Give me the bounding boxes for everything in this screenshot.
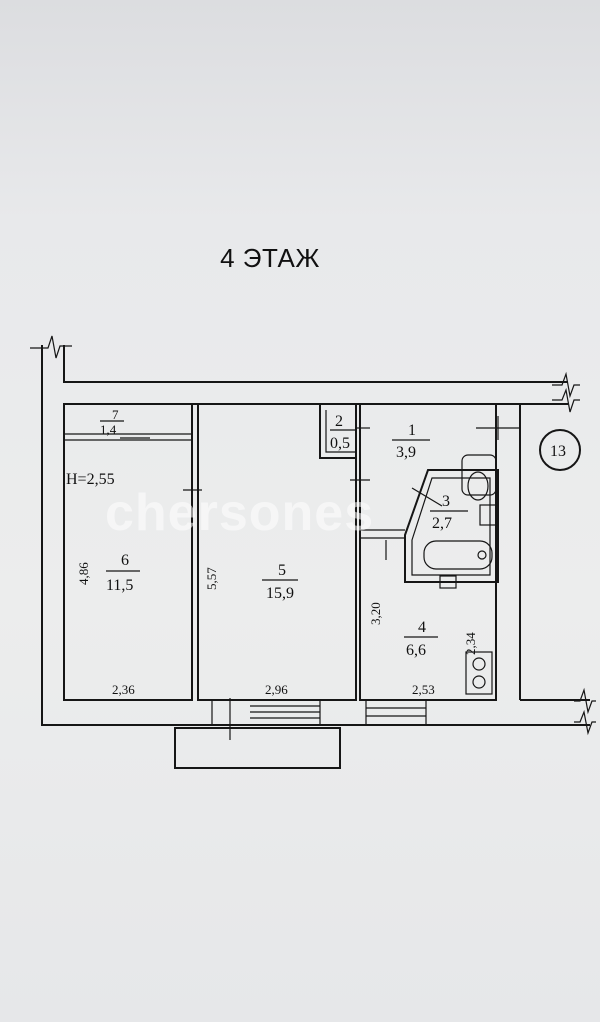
room-2-area: 0,5 <box>330 435 350 452</box>
dim-room4-inner: 2,34 <box>463 632 478 655</box>
dim-room6-width: 2,36 <box>112 682 135 697</box>
bathroom-fixtures <box>404 454 499 589</box>
room-3-number: 3 <box>442 493 450 510</box>
balcony <box>174 727 341 769</box>
room-1-area: 3,9 <box>396 444 416 461</box>
dim-room4-width: 2,53 <box>412 682 435 697</box>
room-7-area: 1,4 <box>100 422 117 437</box>
ceiling-height: H=2,55 <box>66 471 115 488</box>
floor-title: 4 ЭТАЖ <box>220 243 320 273</box>
room-3-area: 2,7 <box>432 515 452 532</box>
room-1-3-4 <box>359 403 497 701</box>
room-6-number: 6 <box>121 552 129 569</box>
apartment-number: 13 <box>550 443 566 460</box>
windows <box>211 698 427 740</box>
dim-room5-height: 5,57 <box>204 567 219 590</box>
watermark: chersones <box>105 484 374 542</box>
dim-room4-height: 3,20 <box>368 602 383 625</box>
room-7-number: 7 <box>112 407 119 422</box>
room-5-number: 5 <box>278 562 286 579</box>
apartment-number-circle <box>539 429 581 471</box>
room-4-area: 6,6 <box>406 642 426 659</box>
dim-room5-width: 2,96 <box>265 682 288 697</box>
room-4-number: 4 <box>418 619 426 636</box>
room-1-number: 1 <box>408 422 416 439</box>
room-6-area: 11,5 <box>106 577 133 594</box>
room-2-number: 2 <box>335 413 343 430</box>
room-6 <box>63 403 193 701</box>
room-5-area: 15,9 <box>266 585 294 602</box>
dim-room6-height: 4,86 <box>76 562 91 585</box>
stove-icon <box>465 651 493 695</box>
